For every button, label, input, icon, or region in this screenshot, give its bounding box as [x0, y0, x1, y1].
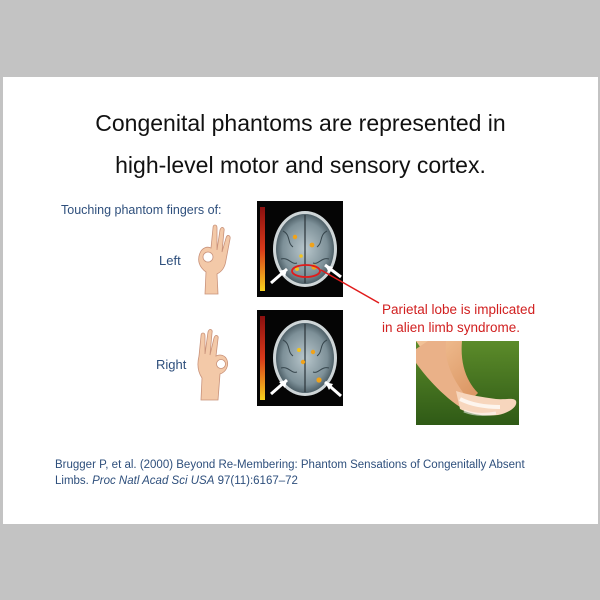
brain-scan-right-image [257, 310, 343, 406]
citation-journal: Proc Natl Acad Sci USA [92, 475, 215, 487]
slide-title-line-2: high-level motor and sensory cortex. [115, 152, 486, 178]
callout-line-2: in alien limb syndrome. [382, 320, 521, 335]
figure-caption: Touching phantom fingers of: [61, 203, 222, 217]
left-hand-ok-gesture-image [198, 224, 231, 295]
parietal-lobe-callout: Parietal lobe is implicated in alien lim… [382, 301, 535, 337]
citation-reference: 97(11):6167–72 [217, 475, 298, 487]
slide-title-line-1: Congenital phantoms are represented in [95, 110, 506, 136]
leg-on-grass-photo [416, 341, 519, 425]
citation-authors-title: Brugger P, et al. (2000) Beyond Re-Membe… [55, 459, 525, 487]
slide: Congenital phantoms are represented in h… [3, 77, 598, 524]
label-left: Left [159, 253, 181, 268]
callout-line-1: Parietal lobe is implicated [382, 302, 536, 317]
citation: Brugger P, et al. (2000) Beyond Re-Membe… [55, 457, 555, 489]
label-right: Right [156, 357, 187, 372]
callout-connector-line [320, 269, 380, 304]
right-hand-ok-gesture-image [197, 329, 228, 401]
brain-scan-left-image [257, 201, 343, 297]
